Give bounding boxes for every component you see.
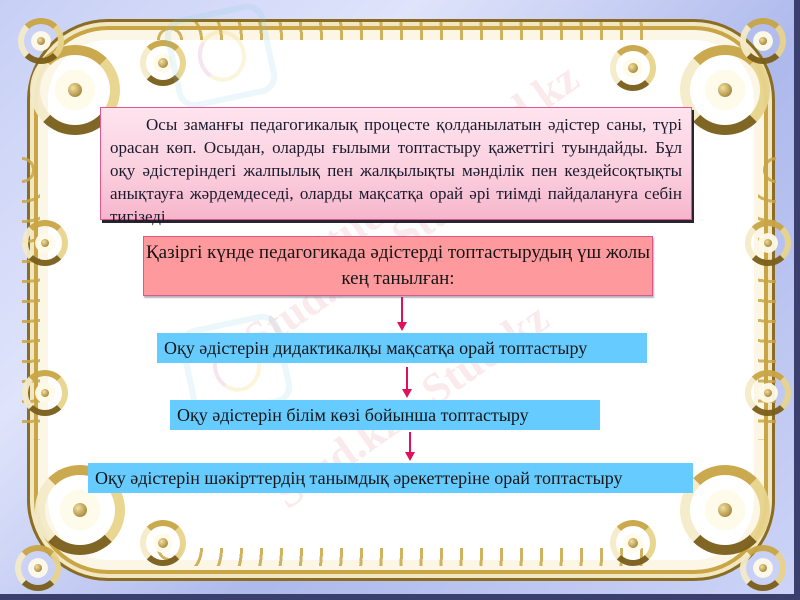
heading-box: Қазіргі күнде педагогикада әдістерді топ… — [143, 236, 653, 296]
intro-text-box: Осы заманғы педагогикалық процесте қолда… — [100, 107, 692, 226]
arrow-down-icon — [402, 367, 412, 398]
ornament-scroll-icon — [18, 18, 64, 64]
ornament-scroll-icon — [740, 18, 786, 64]
method-box-knowledge-source: Оқу әдістерін білім көзі бойынша топтаст… — [170, 400, 600, 430]
ornament-scroll-icon — [140, 520, 186, 566]
arrow-down-icon — [405, 432, 415, 461]
ornament-scroll-icon — [610, 45, 656, 91]
ornament-scroll-icon — [745, 220, 791, 266]
method-box-cognitive-activity: Оқу әдістерін шәкірттердің танымдық әрек… — [88, 463, 693, 493]
ornament-scroll-icon — [745, 370, 791, 416]
ornament-scroll-icon — [22, 370, 68, 416]
ornament-scroll-icon — [740, 545, 786, 591]
frame-bottom-border — [150, 548, 650, 566]
arrow-down-icon — [397, 297, 407, 331]
ornament-scroll-icon — [680, 465, 770, 555]
ornament-scroll-icon — [22, 220, 68, 266]
method-box-didactic-goal: Оқу әдістерін дидактикалқы мақсатқа орай… — [157, 333, 647, 363]
ornament-scroll-icon — [680, 45, 770, 135]
ornament-scroll-icon — [15, 545, 61, 591]
frame-top-border — [150, 22, 650, 40]
intro-paragraph: Осы заманғы педагогикалық процесте қолда… — [110, 115, 682, 226]
ornament-scroll-icon — [610, 520, 656, 566]
